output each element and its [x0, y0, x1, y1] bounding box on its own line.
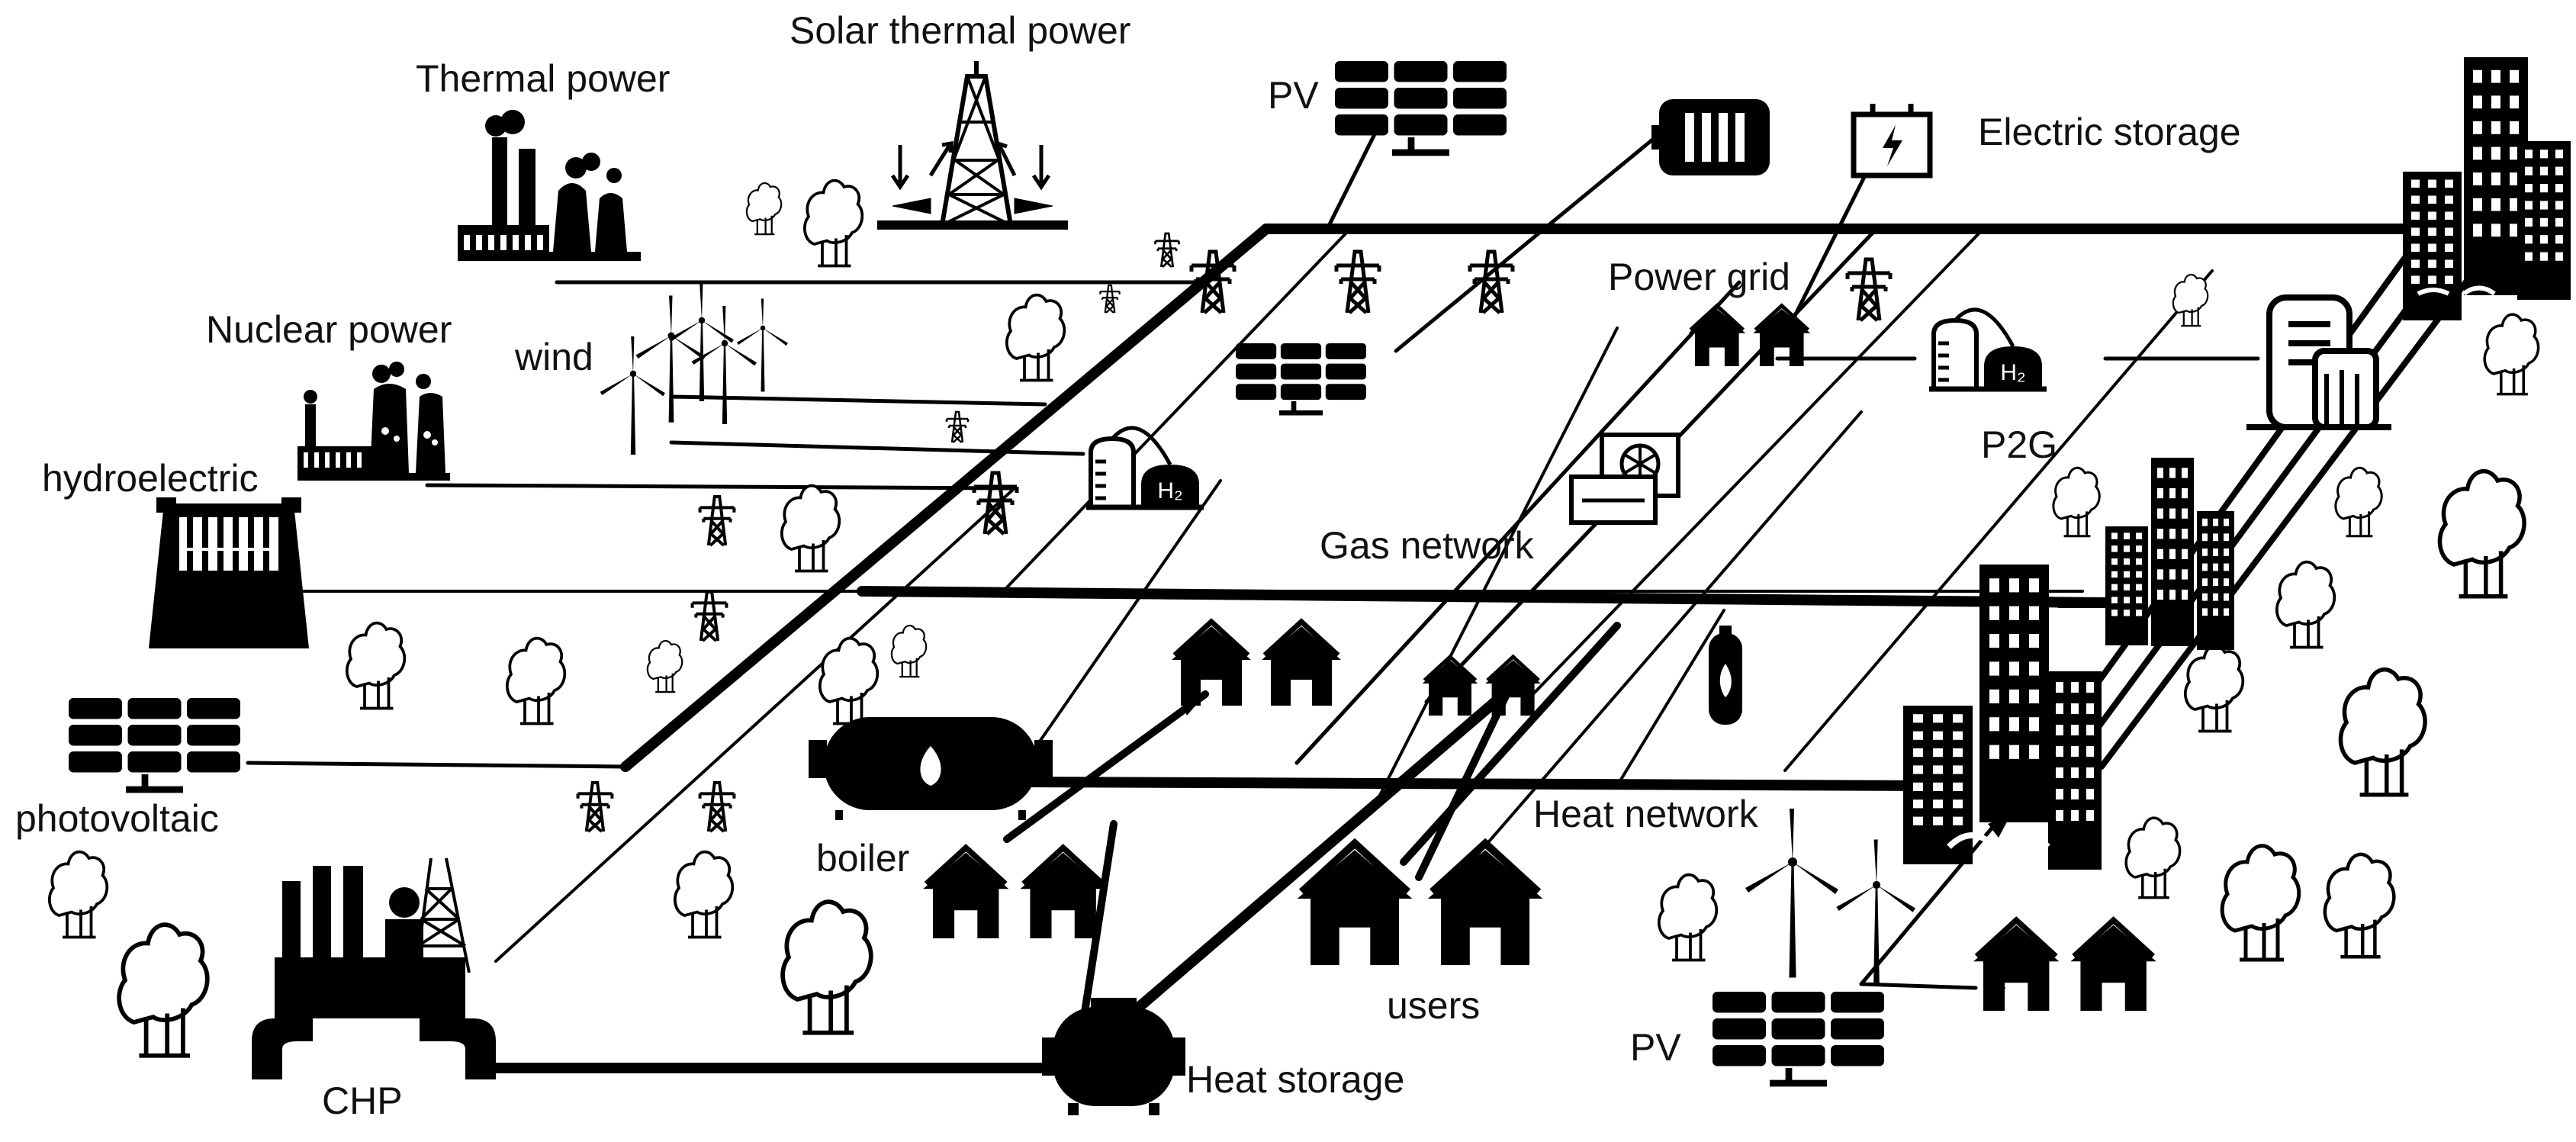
pv-panel-icon — [1236, 343, 1366, 413]
electric-storage-icon — [1851, 104, 1933, 179]
tree-icon — [1657, 873, 1719, 962]
tree-icon — [119, 925, 207, 1056]
transmission-tower-icon — [1848, 259, 1890, 320]
transmission-tower-icon — [974, 473, 1017, 534]
city-top-right — [2403, 57, 2571, 320]
power-bus-right-3 — [2098, 272, 2475, 770]
power-bus-diagonal — [620, 224, 1272, 772]
gas-network-label: Gas network — [1320, 524, 1534, 567]
city-bottom — [1903, 565, 2102, 870]
tree-icon — [2183, 644, 2245, 733]
p2g-label: P2G — [1981, 423, 2058, 466]
solar-thermal-power-label: Solar thermal power — [790, 9, 1131, 52]
wind-turbine-icon — [736, 298, 789, 392]
tree-icon — [2325, 854, 2394, 957]
hydrogen-tank-icon: H₂ — [1086, 428, 1204, 507]
tree-icon — [505, 636, 567, 725]
house-icon — [1298, 844, 1543, 966]
tree-icon — [2124, 816, 2182, 899]
nuclear-power-label: Nuclear power — [206, 308, 452, 351]
transmission-tower-icon — [945, 410, 970, 444]
power-bus-right-2 — [2072, 249, 2452, 762]
photovoltaic-label: photovoltaic — [15, 797, 219, 840]
tree-icon — [783, 902, 871, 1033]
tree-icon — [2275, 560, 2336, 649]
boiler-label: boiler — [816, 837, 910, 880]
heat-storage-label: Heat storage — [1186, 1058, 1405, 1101]
transmission-tower-icon — [1336, 252, 1379, 313]
power-grid-label: Power grid — [1608, 256, 1790, 298]
network-lines — [246, 120, 2475, 1073]
house-icon — [1973, 920, 2156, 1011]
tree-icon — [2334, 466, 2383, 538]
hydrogen-tank-icon: H₂ — [1929, 310, 2047, 389]
h2-label-right: H₂ — [2000, 360, 2025, 385]
hydro-dam-icon — [149, 497, 309, 648]
tree-icon — [2052, 466, 2101, 538]
tree-icon — [802, 179, 864, 268]
pv-panel-icon — [69, 698, 240, 790]
boiler-icon — [809, 717, 1053, 820]
solar-thermal-tower-icon — [877, 61, 1068, 230]
users-label: users — [1387, 984, 1481, 1027]
tree-icon — [818, 636, 880, 725]
house-icon — [1172, 622, 1341, 706]
transmission-tower-icon — [693, 592, 727, 641]
chp-plant-icon — [252, 857, 496, 1079]
battery-icon — [1651, 99, 1770, 175]
tree-icon — [2340, 670, 2425, 795]
tree-icon — [2172, 273, 2209, 327]
house-icon — [923, 848, 1106, 938]
pv-panel-icon — [1713, 992, 1884, 1083]
thermal-power-label: Thermal power — [416, 57, 671, 100]
tree-icon — [2483, 313, 2540, 396]
h2-label-left: H₂ — [1157, 478, 1182, 503]
tree-icon — [1005, 293, 1066, 382]
nuclear-plant-icon — [297, 362, 450, 481]
house-icon — [1688, 306, 1810, 366]
pv-bottom-label: PV — [1630, 1026, 1681, 1069]
tree-icon — [2222, 846, 2299, 960]
transmission-tower-icon — [700, 783, 735, 832]
tree-icon — [673, 850, 735, 939]
heat-network-label: Heat network — [1533, 793, 1758, 835]
tree-icon — [780, 484, 841, 573]
tree-icon — [47, 850, 109, 939]
power-bus-right-1 — [2045, 226, 2429, 754]
tree-icon — [745, 182, 783, 236]
city-middle-right — [2105, 458, 2234, 650]
thermal-plant-icon — [458, 110, 641, 261]
transmission-tower-icon — [578, 783, 613, 832]
chp-label: CHP — [322, 1079, 403, 1122]
heat-pump-icon — [1569, 433, 1680, 525]
electric-storage-label: Electric storage — [1978, 111, 2241, 153]
building-icon — [2246, 294, 2391, 430]
transmission-tower-icon — [700, 497, 735, 545]
wind-turbine-icon — [635, 294, 707, 423]
transmission-tower-icon — [1099, 284, 1121, 314]
tree-icon — [345, 621, 407, 710]
heat-storage-tank-icon — [1042, 998, 1185, 1115]
wind-turbine-icon — [1744, 807, 1840, 978]
wind-turbine-icon — [599, 335, 667, 455]
wind-label: wind — [515, 336, 593, 378]
tree-icon — [646, 639, 683, 693]
hydroelectric-label: hydroelectric — [42, 457, 259, 500]
gas-cylinder-icon — [1709, 626, 1742, 725]
transmission-towers — [578, 232, 1890, 832]
houses — [923, 306, 2156, 1011]
pv-panel-icon — [1335, 61, 1507, 153]
pv-top-label: PV — [1268, 74, 1319, 117]
tree-icon — [2439, 471, 2524, 597]
transmission-tower-icon — [1154, 232, 1180, 269]
tree-icon — [890, 624, 928, 678]
